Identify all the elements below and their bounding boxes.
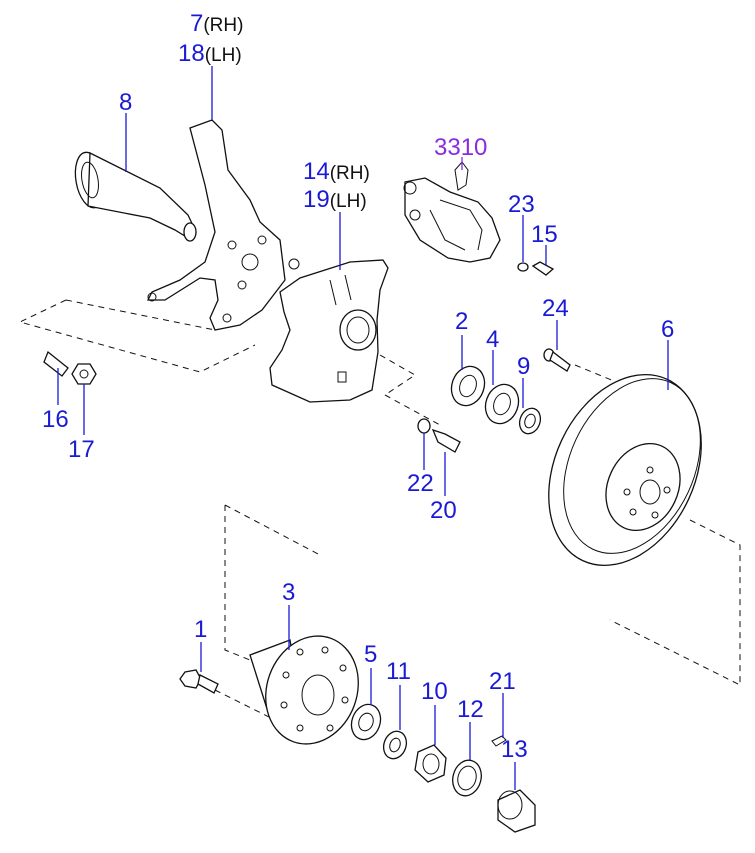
washer-and-bolt: [417, 418, 461, 453]
callout-3-number: 3: [282, 579, 296, 606]
brake-disc-part: [548, 374, 702, 566]
callout-8: 8: [119, 91, 132, 115]
callout-23: 23: [508, 193, 535, 217]
callout-17-number: 17: [68, 436, 95, 463]
callout-8-number: 8: [119, 89, 133, 116]
callout-1: 1: [194, 618, 207, 642]
callout-22-number: 22: [407, 470, 434, 497]
callout-5-number: 5: [364, 641, 378, 668]
callout-11-number: 11: [386, 658, 411, 685]
caliper-hardware: [517, 261, 571, 372]
callout-20-number: 20: [430, 497, 457, 524]
callout-4-number: 4: [486, 326, 500, 353]
callout-5: 5: [364, 643, 377, 667]
callout-24: 24: [542, 297, 569, 321]
assembly-guide-lines: [18, 299, 741, 721]
callout-16: 16: [42, 408, 69, 432]
callout-13: 13: [501, 738, 528, 762]
callout-15-number: 15: [531, 221, 558, 248]
callout-10-number: 10: [421, 678, 448, 705]
hub-bolt-part: [179, 669, 219, 694]
callout-21: 21: [489, 670, 516, 694]
hub-small-parts: [350, 703, 536, 833]
callout-3310-number: 3310: [434, 134, 488, 161]
callout-14: 14(RH): [303, 160, 370, 186]
callout-24-number: 24: [542, 295, 569, 322]
callout-3310: 3310: [434, 136, 487, 160]
callout-10: 10: [421, 680, 448, 704]
callout-4: 4: [486, 328, 499, 352]
callout-18-number: 18: [178, 40, 205, 67]
callout-11: 11: [386, 660, 411, 684]
callout-9-number: 9: [517, 353, 531, 380]
callout-19-side: (LH): [329, 191, 367, 212]
callout-14-side: (RH): [329, 163, 370, 184]
callout-2: 2: [455, 310, 468, 334]
callout-3: 3: [282, 581, 295, 605]
callout-12: 12: [457, 698, 484, 722]
wheel-bearings: [450, 365, 542, 435]
callout-20: 20: [430, 499, 457, 523]
callout-7: 7(RH): [190, 12, 243, 38]
spindle-part: [74, 151, 197, 242]
callout-19: 19(LH): [303, 188, 367, 214]
callout-7-number: 7: [190, 10, 204, 37]
callout-22: 22: [407, 472, 434, 496]
callout-6: 6: [661, 318, 674, 342]
callout-1-number: 1: [194, 616, 208, 643]
callout-19-number: 19: [303, 186, 330, 213]
callout-17: 17: [68, 438, 95, 462]
dust-shield-part: [269, 259, 389, 403]
callout-16-number: 16: [42, 406, 69, 433]
callout-13-number: 13: [501, 736, 528, 763]
callout-6-number: 6: [661, 316, 675, 343]
callout-18-side: (LH): [204, 45, 242, 66]
caliper-part: [403, 161, 501, 263]
callout-9: 9: [517, 355, 530, 379]
hub-part: [249, 635, 359, 745]
callout-23-number: 23: [508, 191, 535, 218]
callout-18: 18(LH): [178, 42, 242, 68]
callout-7-side: (RH): [203, 15, 244, 36]
stud-and-nut: [43, 350, 97, 385]
callout-14-number: 14: [303, 158, 330, 185]
callout-15: 15: [531, 223, 558, 247]
callout-21-number: 21: [489, 668, 516, 695]
leader-lines: [57, 66, 669, 790]
callout-12-number: 12: [457, 696, 484, 723]
callout-2-number: 2: [455, 308, 469, 335]
